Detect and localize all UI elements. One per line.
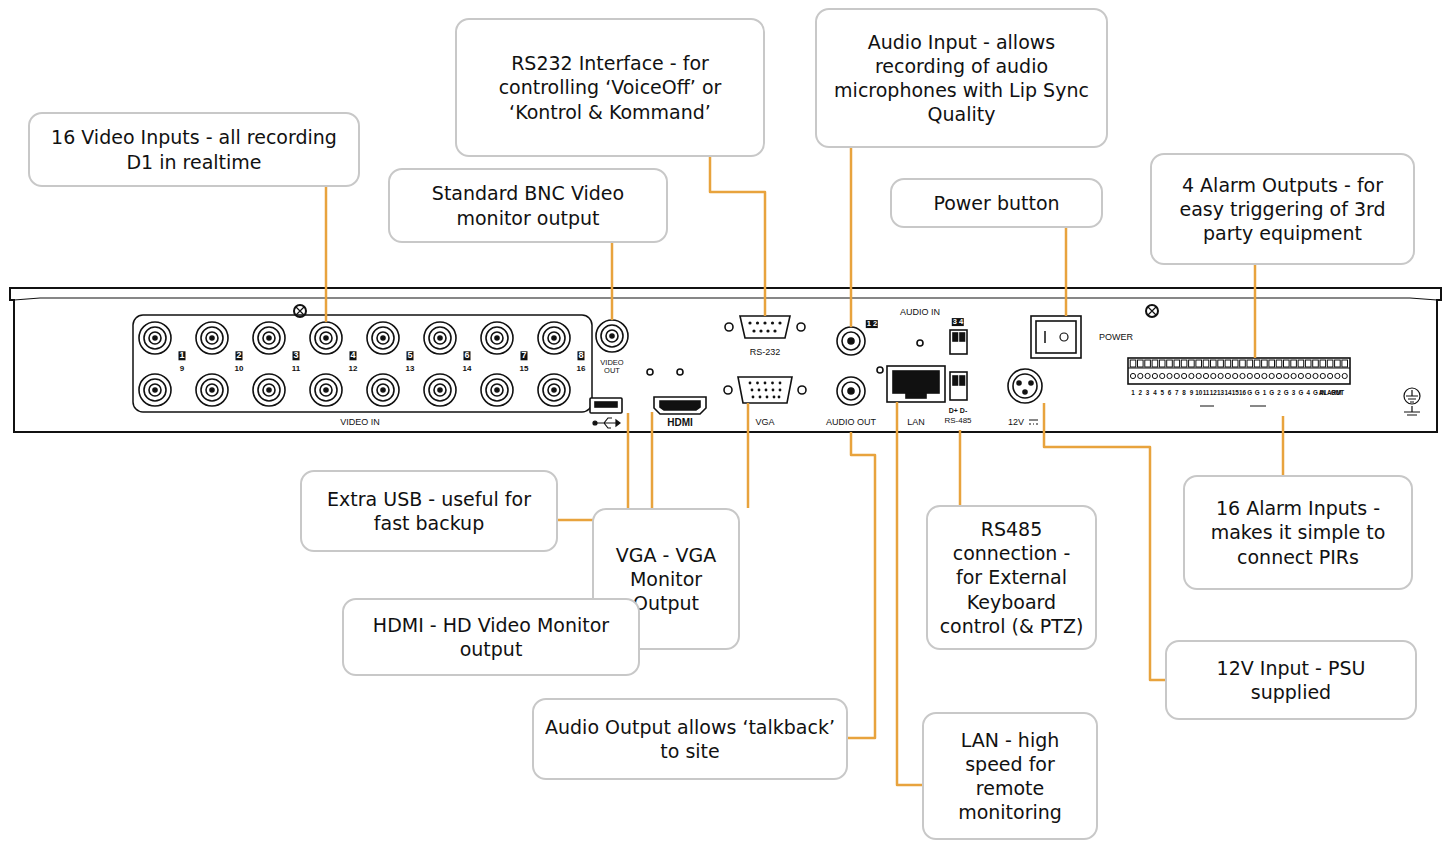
panel-label: 9 (180, 365, 184, 373)
callout-box: 4 Alarm Outputs - for easy triggering of… (1150, 153, 1415, 265)
panel-label: G (1284, 390, 1289, 397)
panel-label: 7 (520, 351, 527, 360)
panel-label: 6 (1168, 390, 1172, 397)
panel-label: RS-232 (750, 348, 781, 357)
panel-label: 4 (349, 351, 356, 360)
panel-label: 12 (1210, 390, 1217, 397)
panel-label: G (1247, 390, 1252, 397)
panel-label: AUDIO IN (900, 308, 940, 317)
leader-lines (326, 148, 1283, 785)
callout-text: Audio Output allows ‘talkback’ to site (544, 715, 836, 763)
callout-box: RS232 Interface - for controlling ‘Voice… (455, 18, 765, 157)
callout-box: Audio Input - allows recording of audio … (815, 8, 1108, 148)
panel-label: POWER (1099, 333, 1133, 342)
panel-label: 13 (406, 365, 415, 373)
panel-label: 3 4 (952, 318, 964, 326)
panel-label: G (1269, 390, 1274, 397)
callout-text: 12V Input - PSU supplied (1177, 656, 1405, 704)
panel-label: 4 (1306, 390, 1310, 397)
callout-text: RS485 connection - for External Keyboard… (938, 517, 1085, 638)
callout-box: Standard BNC Video monitor output (388, 168, 668, 243)
panel-label: D+ D- (949, 407, 967, 414)
panel-label: 10 (235, 365, 244, 373)
panel-label: 2 (1139, 390, 1143, 397)
callout-box: 12V Input - PSU supplied (1165, 640, 1417, 720)
panel-label: G (1313, 390, 1318, 397)
callout-text: HDMI - HD Video Monitor output (354, 613, 628, 661)
panel-label: 1 (1131, 390, 1135, 397)
panel-label: 5 (406, 351, 413, 360)
panel-label: 14 (1224, 390, 1231, 397)
panel-label: 9 (1190, 390, 1194, 397)
panel-label: 11 (292, 365, 300, 373)
panel-label: VIDEO IN (340, 418, 380, 427)
panel-label: HDMI (667, 418, 693, 429)
panel-label: 13 (1217, 390, 1224, 397)
callout-text: 16 Alarm Inputs - makes it simple to con… (1195, 496, 1401, 568)
panel-label: 14 (463, 365, 472, 373)
callout-box: 16 Alarm Inputs - makes it simple to con… (1183, 475, 1413, 590)
callout-text: Audio Input - allows recording of audio … (827, 30, 1096, 127)
panel-label: 5 (1160, 390, 1164, 397)
panel-label: 3 (1146, 390, 1150, 397)
panel-label: 16 (577, 365, 586, 373)
panel-label: 1 (1263, 390, 1267, 397)
panel-label: 6 (463, 351, 470, 360)
callout-text: Extra USB - useful for fast backup (312, 487, 546, 535)
callout-box: LAN - high speed for remote monitoring (922, 712, 1098, 840)
panel-label: 16 (1239, 390, 1246, 397)
callout-box: Extra USB - useful for fast backup (300, 470, 558, 552)
callout-box: HDMI - HD Video Monitor output (342, 598, 640, 676)
callout-text: 4 Alarm Outputs - for easy triggering of… (1162, 173, 1403, 245)
panel-label: 15 (1232, 390, 1239, 397)
panel-label: 10 (1195, 390, 1202, 397)
panel-label: 8 (1182, 390, 1186, 397)
panel-label: 3 (1292, 390, 1296, 397)
panel-label: OUT (1331, 390, 1344, 397)
panel-label: 11 (1203, 390, 1210, 397)
callout-box: Power button (890, 178, 1103, 228)
callout-text: 16 Video Inputs - all recording D1 in re… (40, 125, 348, 173)
callout-box: Audio Output allows ‘talkback’ to site (532, 698, 848, 780)
callout-text: Power button (933, 191, 1059, 215)
panel-label: 1 2 (866, 320, 878, 328)
panel-label: LAN (907, 418, 925, 427)
panel-label: 2 (1277, 390, 1281, 397)
callout-box: RS485 connection - for External Keyboard… (926, 505, 1097, 650)
panel-label: 8 (577, 351, 584, 360)
panel-label: G (1255, 390, 1260, 397)
panel-label: 12V (1008, 418, 1024, 427)
panel-label: AUDIO OUT (826, 418, 876, 427)
panel-label: 2 (235, 351, 242, 360)
panel-label: VIDEO OUT (597, 359, 627, 375)
callout-text: Standard BNC Video monitor output (400, 181, 656, 229)
panel-label: RS-485 (944, 417, 971, 425)
panel-label: 15 (520, 365, 529, 373)
callout-box: 16 Video Inputs - all recording D1 in re… (28, 112, 360, 187)
panel-label: 4 (1153, 390, 1157, 397)
panel-label: 7 (1175, 390, 1179, 397)
panel-label: 12 (349, 365, 358, 373)
panel-label: G (1298, 390, 1303, 397)
callout-text: LAN - high speed for remote monitoring (934, 728, 1086, 825)
panel-label: VGA (755, 418, 774, 427)
callout-text: RS232 Interface - for controlling ‘Voice… (467, 51, 753, 123)
panel-label: 1 (178, 351, 185, 360)
panel-label: 3 (292, 351, 299, 360)
